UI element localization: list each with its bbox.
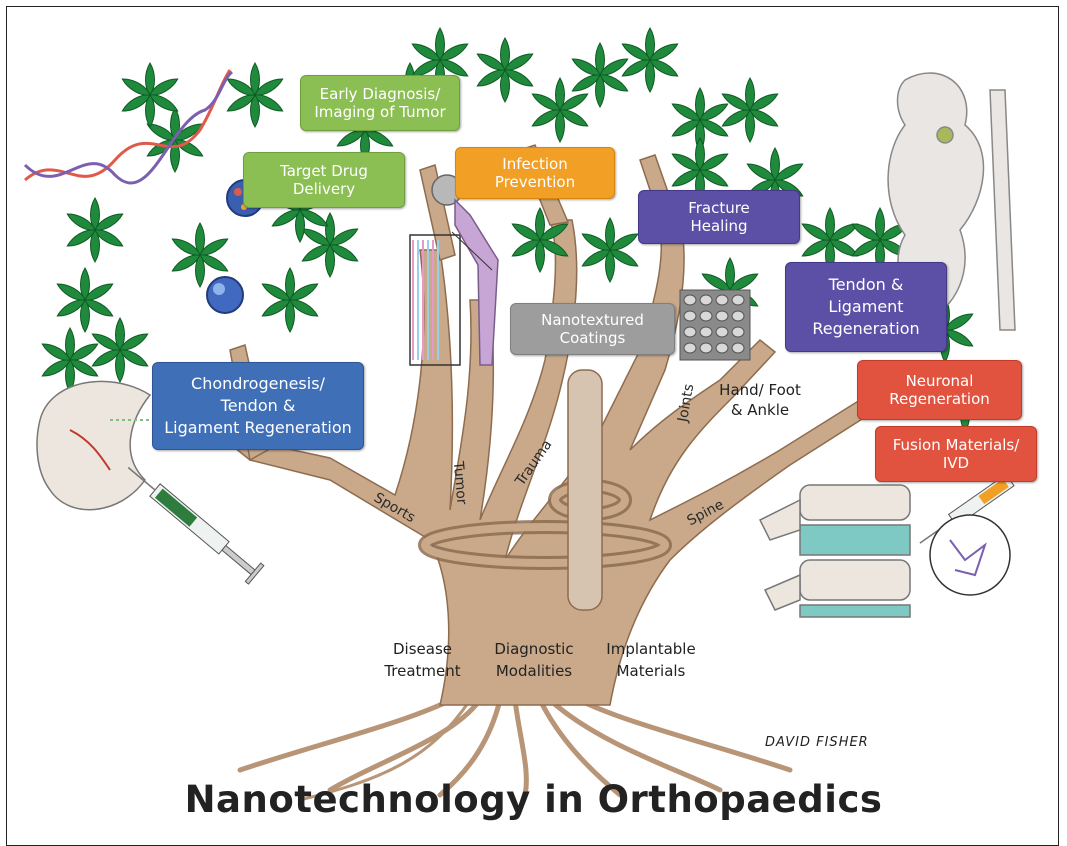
target-drug-delivery-box: Target Drug Delivery <box>243 152 405 208</box>
figure-title: Nanotechnology in Orthopaedics <box>0 778 1067 821</box>
nanotexture-bump <box>732 295 744 305</box>
nanotexture-bump <box>700 311 712 321</box>
leaf-cluster <box>55 268 115 332</box>
nanotexture-bump <box>716 295 728 305</box>
neuronal-regeneration-box: Neuronal Regeneration <box>857 360 1022 420</box>
nanotexture-bump <box>684 311 696 321</box>
nanotexture-bump <box>732 343 744 353</box>
leaf-cluster <box>65 198 125 262</box>
hip-implant-icon <box>410 175 498 365</box>
artist-signature: DAVID FISHER <box>765 735 869 750</box>
leaf-cluster <box>300 213 360 277</box>
nanotexture-bump <box>700 343 712 353</box>
leaf-cluster <box>225 63 285 127</box>
molecular-circle-icon <box>930 515 1010 595</box>
leaf-cluster <box>580 218 640 282</box>
early-diagnosis-box: Early Diagnosis/ Imaging of Tumor <box>300 75 460 131</box>
fusion-materials-box: Fusion Materials/ IVD <box>875 426 1037 482</box>
root-label-disease-treatment: Disease Treatment <box>370 638 475 682</box>
branch-label-hand-foot-ankle: Hand/ Foot & Ankle <box>705 380 815 420</box>
nanotexture-bump <box>684 343 696 353</box>
tendon-ligament-regeneration-box: Tendon & Ligament Regeneration <box>785 262 947 352</box>
bone-rod <box>568 370 602 610</box>
nanotexture-bump <box>716 343 728 353</box>
root-label-diagnostic-modalities: Diagnostic Modalities <box>478 638 590 682</box>
leaf-cluster <box>620 28 680 92</box>
nanotexture-bump <box>700 295 712 305</box>
knee-bone-icon <box>37 381 150 509</box>
nanotexture-bump <box>684 327 696 337</box>
nanotexture-bump <box>716 327 728 337</box>
nanotexture-bump <box>732 311 744 321</box>
nanotexture-bump <box>732 327 744 337</box>
nanotexture-bump <box>700 327 712 337</box>
root-label-implantable-materials: Implantable Materials <box>590 638 712 682</box>
chondrogenesis-box: Chondrogenesis/ Tendon & Ligament Regene… <box>152 362 364 450</box>
nanotexture-bump <box>716 311 728 321</box>
leaf-cluster <box>720 78 780 142</box>
leaf-cluster <box>260 268 320 332</box>
leaf-cluster <box>475 38 535 102</box>
leaf-cluster <box>90 318 150 382</box>
nanotextured-coatings-box: Nanotextured Coatings <box>510 303 675 355</box>
fracture-healing-box: Fracture Healing <box>638 190 800 244</box>
nanotexture-bump <box>684 295 696 305</box>
infection-prevention-box: Infection Prevention <box>455 147 615 199</box>
spine-vertebrae-icon <box>760 485 910 617</box>
